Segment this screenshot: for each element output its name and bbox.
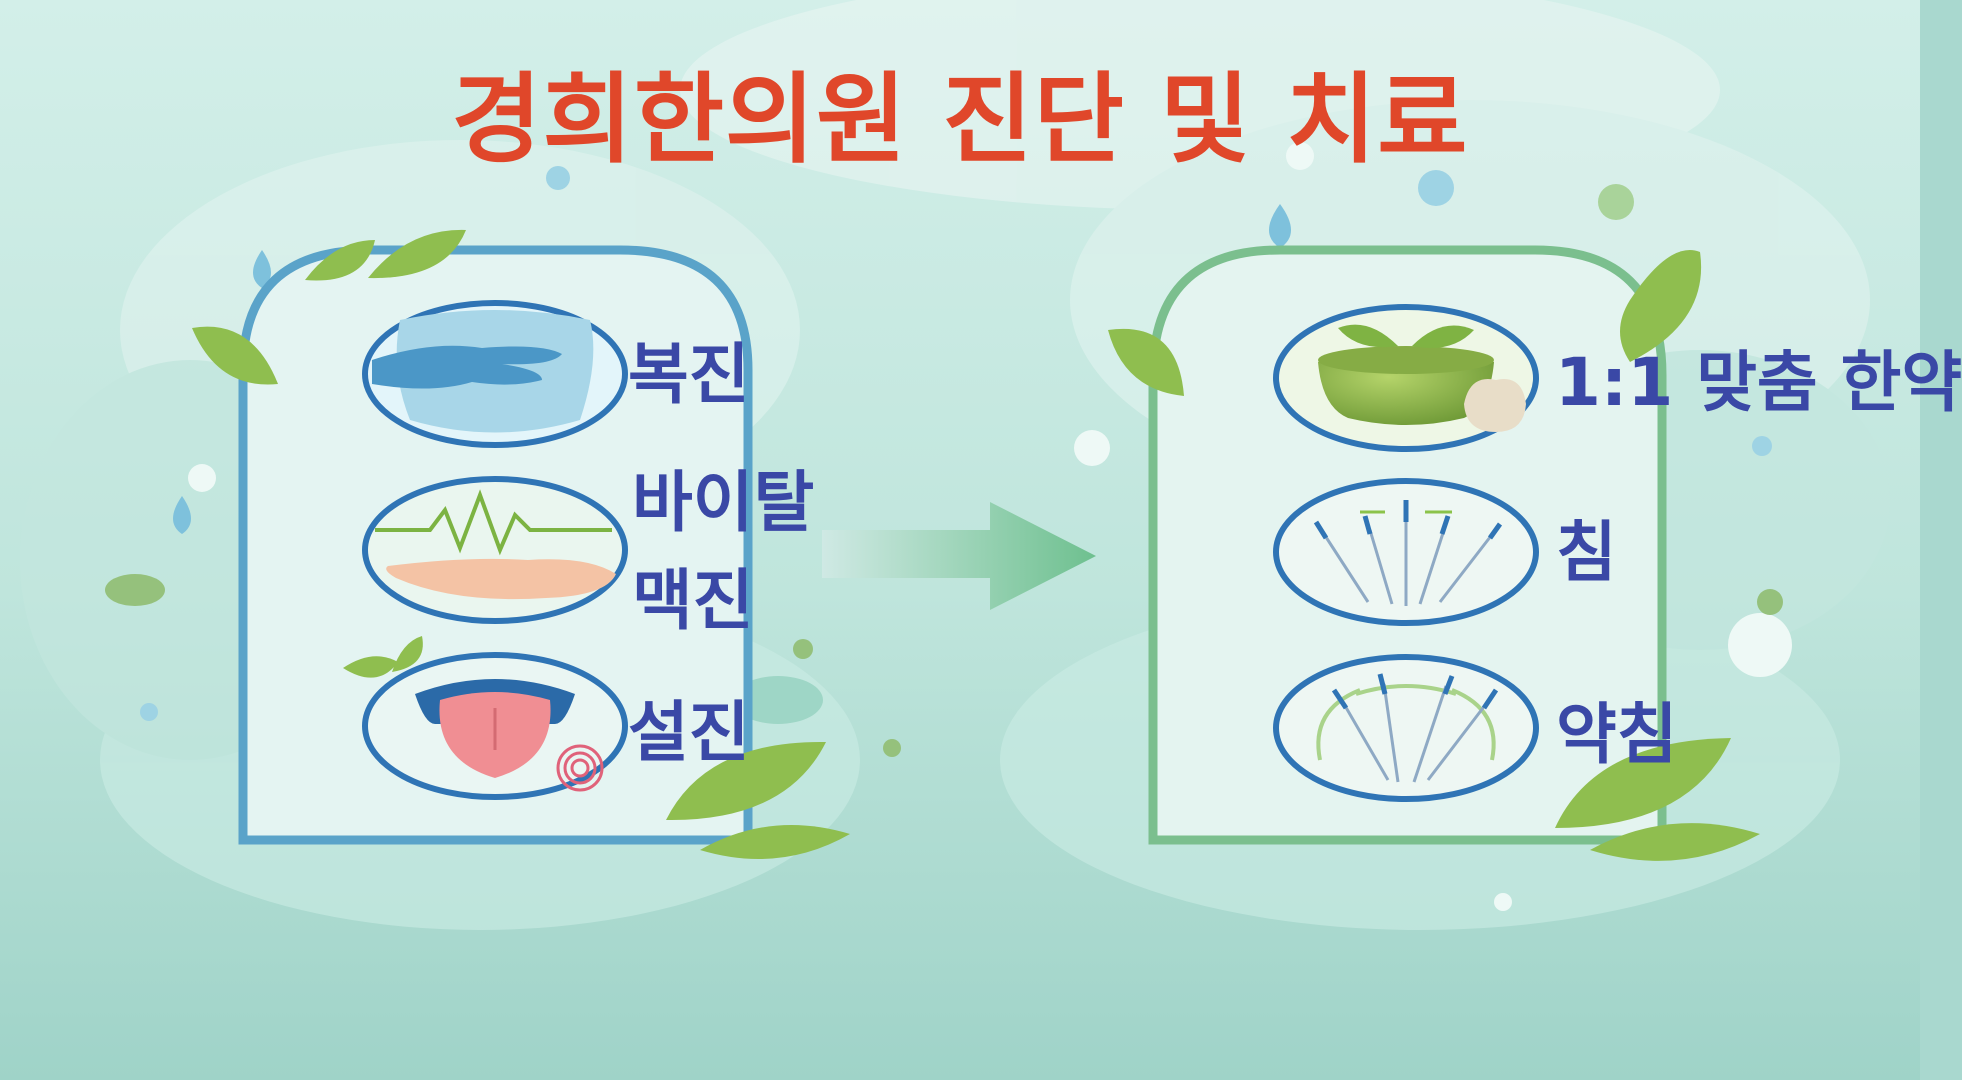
diagnosis-label-tongue: 설진 [628, 694, 750, 771]
diagnosis-label-abdomen: 복진 [628, 336, 750, 413]
diagnosis-label-pulse: 맥진 [632, 562, 754, 639]
leaf-decoration [1108, 250, 1760, 861]
leaf-decoration [192, 229, 850, 859]
treatment-label-pharmacopuncture: 약침 [1556, 696, 1678, 773]
treatment-label-herbal: 1:1 맞춤 한약 [1555, 344, 1962, 421]
treatment-label-acupuncture: 침 [1556, 514, 1617, 591]
tongue-diagnosis-icon [362, 652, 628, 800]
background-droplets [105, 142, 1792, 911]
diagnosis-panel [192, 229, 850, 859]
treatment-panel [1108, 245, 1760, 861]
abdomen-palpation-icon [362, 300, 628, 448]
pulse-diagnosis-icon [362, 476, 628, 624]
flow-arrow [822, 502, 1096, 610]
acupuncture-needles-icon [1273, 478, 1539, 626]
page-title: 경희한의원 진단 및 치료 [451, 63, 1469, 177]
illustration-scene [0, 0, 1920, 1080]
pharmacopuncture-icon [1273, 654, 1539, 802]
herbal-medicine-pot-icon [1273, 304, 1539, 452]
diagnosis-label-vital: 바이탈 [632, 464, 815, 541]
